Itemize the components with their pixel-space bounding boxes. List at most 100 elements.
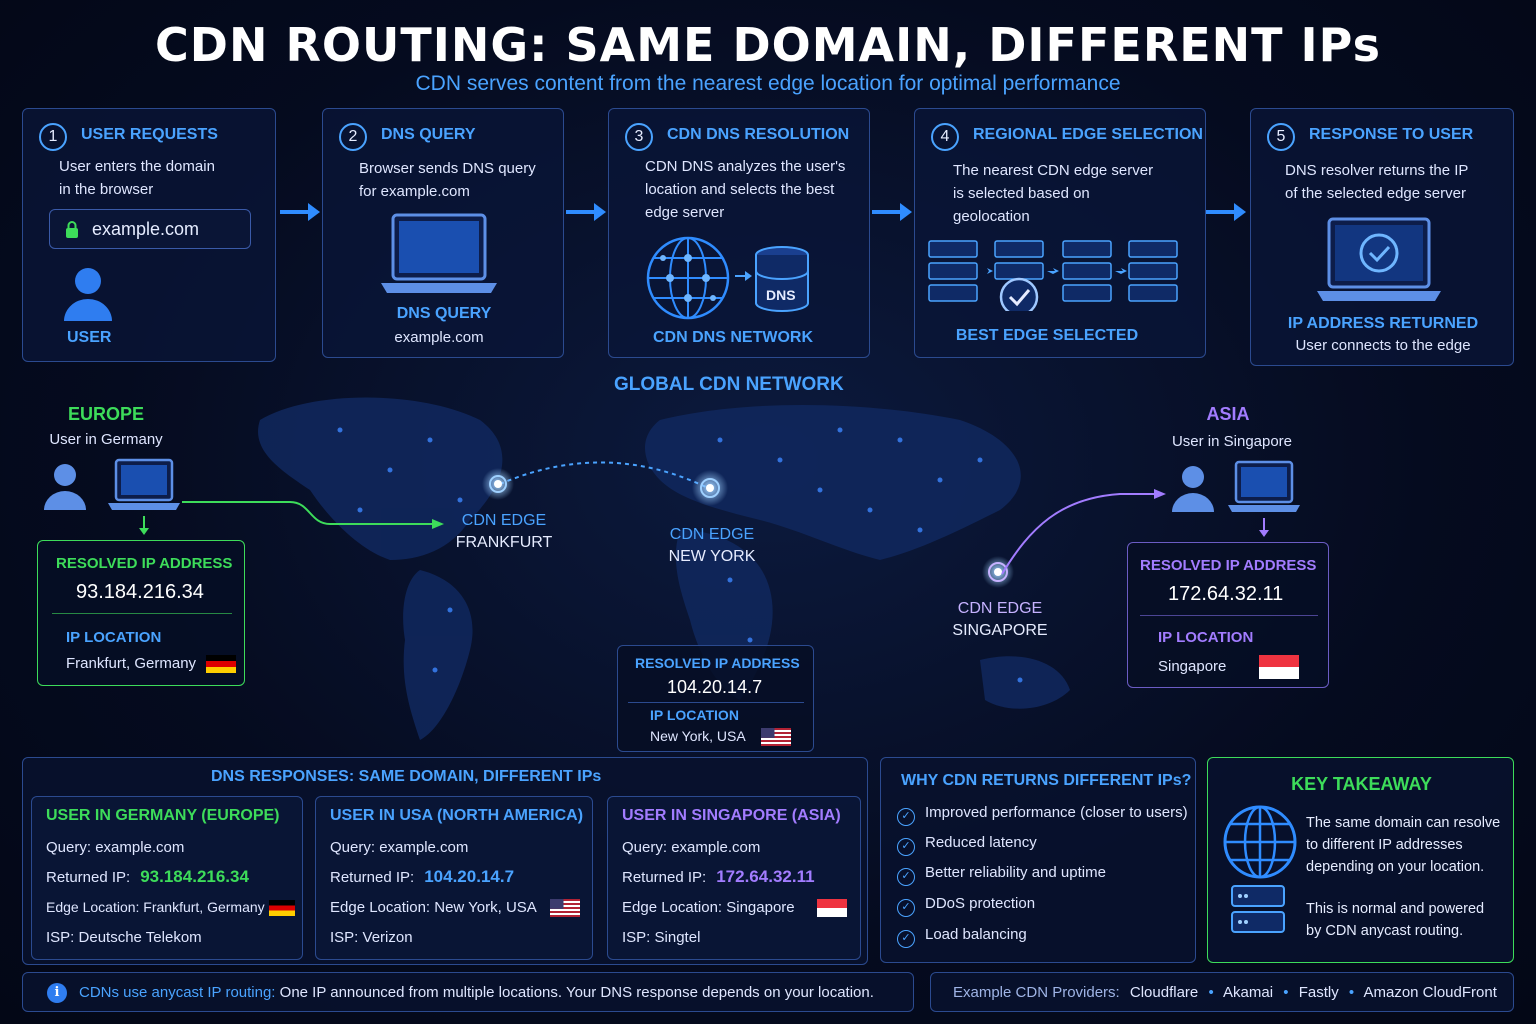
location-value: New York, USA (650, 728, 791, 747)
step-title: USER REQUESTS (81, 126, 218, 143)
url-text: example.com (92, 219, 200, 239)
step-number: 5 (1267, 123, 1295, 151)
step-number: 1 (39, 123, 67, 151)
location-text: New York, USA (650, 728, 745, 744)
provider-name: Akamai (1223, 984, 1274, 1001)
arrow-down-icon (1258, 518, 1270, 543)
edge-label: Edge Location: (330, 899, 431, 916)
arrow-right-icon (735, 269, 753, 288)
ip-label: Returned IP: (46, 869, 131, 886)
step-number: 2 (339, 123, 367, 151)
step-desc-line: Browser sends DNS query (359, 160, 536, 177)
edge-value: Frankfurt, Germany (143, 899, 265, 915)
why-item: Better reliability and uptime (925, 864, 1106, 881)
usa-flag-icon (550, 899, 581, 918)
step-title: RESPONSE TO USER (1309, 126, 1474, 143)
germany-flag-icon (206, 655, 237, 674)
takeaway-line: to different IP addresses (1306, 837, 1463, 853)
edge-label-line1: CDN EDGE (461, 512, 547, 529)
arrow-right-icon (566, 197, 608, 231)
edge-label-line1: CDN EDGE (669, 526, 755, 543)
card-title: USER IN GERMANY (EUROPE) (46, 807, 280, 824)
divider (1140, 615, 1318, 616)
ip-label: RESOLVED IP ADDRESS (1140, 557, 1317, 574)
isp-label: ISP: (330, 929, 359, 946)
query-value: example.com (379, 839, 469, 856)
usa-ip-card: RESOLVED IP ADDRESS 104.20.14.7 IP LOCAT… (617, 645, 814, 752)
panel-title: WHY CDN RETURNS DIFFERENT IPs? (901, 772, 1192, 789)
asia-subtitle: User in Singapore (1171, 433, 1293, 450)
step-caption: BEST EDGE SELECTED (955, 327, 1139, 344)
check-icon: ✓ (897, 808, 915, 826)
separator-dot: • (1208, 984, 1214, 1001)
step-5-card: 5 RESPONSE TO USER DNS resolver returns … (1250, 108, 1514, 366)
ip-value: 104.20.14.7 (667, 677, 763, 697)
laptop-icon (379, 213, 499, 300)
step-desc-line: for example.com (359, 183, 470, 200)
why-item: Improved performance (closer to users) (925, 804, 1188, 821)
note-lead: CDNs use anycast IP routing: (79, 984, 276, 1001)
location-label: IP LOCATION (66, 629, 162, 646)
card-title: USER IN SINGAPORE (ASIA) (622, 807, 841, 824)
globe-icon (1222, 804, 1298, 885)
dns-responses-panel: DNS RESPONSES: SAME DOMAIN, DIFFERENT IP… (22, 757, 868, 965)
why-item: Load balancing (925, 926, 1027, 943)
ip-value: 172.64.32.11 (716, 867, 815, 886)
ip-value: 93.184.216.34 (76, 581, 204, 603)
location-label: IP LOCATION (1158, 629, 1254, 646)
arrow-down-icon (138, 516, 150, 541)
singapore-flag-icon (1258, 655, 1299, 679)
response-card-singapore: USER IN SINGAPORE (ASIA) Query: example.… (607, 796, 861, 960)
ip-label: RESOLVED IP ADDRESS (56, 555, 233, 572)
step-desc-line: The nearest CDN edge server (953, 162, 1154, 179)
database-label: DNS (766, 287, 796, 303)
provider-name: Cloudflare (1129, 984, 1199, 1001)
step-desc-line: edge server (645, 204, 725, 221)
edge-label-line2: SINGAPORE (952, 622, 1048, 639)
response-card-usa: USER IN USA (NORTH AMERICA) Query: examp… (315, 796, 593, 960)
check-icon: ✓ (897, 930, 915, 948)
anycast-note: i CDNs use anycast IP routing: One IP an… (22, 972, 914, 1012)
edge-label-frankfurt: CDN EDGE FRANKFURT (446, 510, 562, 554)
edge-value: Singapore (726, 899, 795, 916)
arrow-right-icon (280, 197, 322, 231)
ip-value: 104.20.14.7 (424, 867, 515, 886)
step-number: 4 (931, 123, 959, 151)
map-title: GLOBAL CDN NETWORK (614, 374, 844, 395)
isp-value: Deutsche Telekom (78, 929, 202, 946)
location-label: IP LOCATION (650, 707, 739, 723)
europe-title: EUROPE (67, 404, 145, 424)
panel-title: KEY TAKEAWAY (1291, 774, 1432, 794)
asia-route-arrow (1001, 489, 1166, 575)
url-input[interactable]: example.com (49, 209, 251, 249)
check-icon: ✓ (897, 838, 915, 856)
panel-title: DNS RESPONSES: SAME DOMAIN, DIFFERENT IP… (211, 768, 602, 785)
isp-value: Verizon (362, 929, 413, 946)
ip-value: 93.184.216.34 (140, 867, 249, 886)
key-takeaway-panel: KEY TAKEAWAY The same domain can resolve… (1207, 757, 1514, 963)
edge-label-line1: CDN EDGE (957, 600, 1043, 617)
step-caption: IP ADDRESS RETURNED (1287, 315, 1479, 332)
step-desc-line: is selected based on (953, 185, 1090, 202)
edge-label-line2: FRANKFURT (455, 534, 553, 551)
step-desc-line: geolocation (953, 208, 1030, 225)
user-icon (42, 462, 88, 517)
globe-network-icon (645, 235, 731, 326)
user-icon (61, 265, 115, 328)
step-title: DNS QUERY (381, 126, 476, 143)
provider-name: Amazon CloudFront (1363, 984, 1497, 1001)
takeaway-line: by CDN anycast routing. (1306, 923, 1464, 939)
edge-label-new-york: CDN EDGE NEW YORK (654, 524, 770, 568)
takeaway-line: depending on your location. (1306, 859, 1485, 875)
location-value: Frankfurt, Germany (66, 655, 237, 674)
query-value: example.com (95, 839, 185, 856)
step-title: REGIONAL EDGE SELECTION (973, 126, 1203, 143)
step-caption: USER (67, 329, 112, 346)
isp-value: Singtel (654, 929, 701, 946)
providers-bar: Example CDN Providers: Cloudflare • Akam… (930, 972, 1514, 1012)
provider-name: Fastly (1298, 984, 1339, 1001)
laptop-check-icon (1317, 217, 1441, 308)
step-desc-line: in the browser (59, 181, 154, 198)
ip-label: Returned IP: (622, 869, 707, 886)
step-desc-line: CDN DNS analyzes the user's (645, 158, 846, 175)
